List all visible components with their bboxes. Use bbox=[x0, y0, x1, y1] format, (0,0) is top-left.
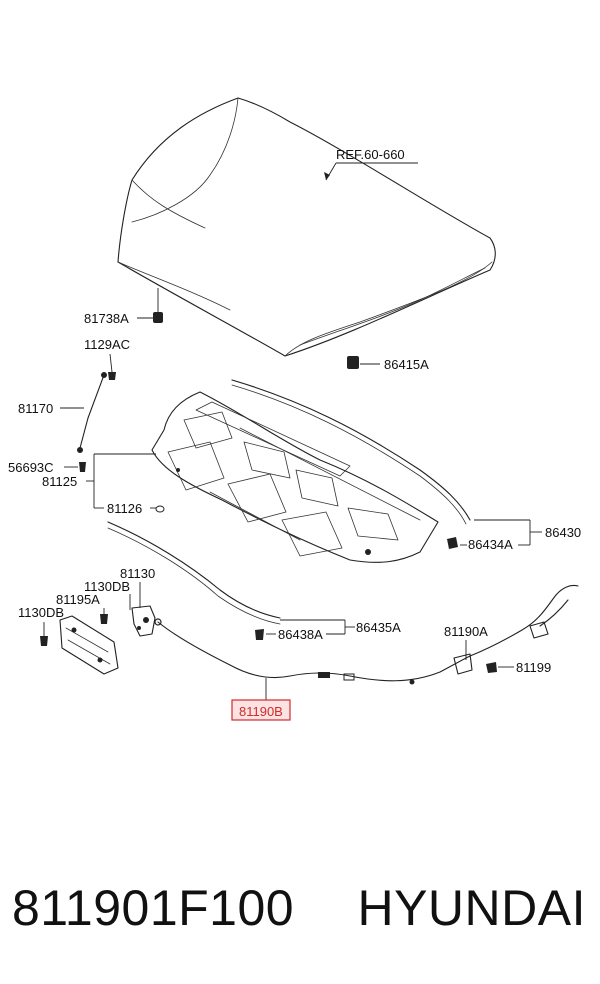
clip-icon bbox=[447, 537, 458, 549]
label-1129AC: 1129AC bbox=[84, 337, 130, 352]
bolt-icon bbox=[100, 614, 108, 624]
label-81126: 81126 bbox=[107, 501, 142, 516]
hood-panel bbox=[117, 97, 496, 357]
label-81190B: 81190B bbox=[239, 704, 283, 719]
part-1129AC[interactable]: 1129AC bbox=[84, 337, 130, 380]
ref-label: REF.60-660 bbox=[336, 147, 405, 162]
latch-bracket bbox=[59, 615, 119, 675]
part-86438A[interactable]: 86438A bbox=[255, 627, 345, 642]
release-cable bbox=[154, 584, 579, 685]
label-81195A: 81195A bbox=[56, 592, 100, 607]
part-81199[interactable]: 81199 bbox=[486, 660, 551, 675]
part-86430[interactable]: 86430 bbox=[231, 379, 581, 545]
part-81125[interactable]: 81125 bbox=[42, 453, 156, 508]
label-86438A: 86438A bbox=[278, 627, 323, 642]
part-81170[interactable]: 81170 bbox=[18, 372, 107, 453]
label-81125: 81125 bbox=[42, 474, 77, 489]
clip-icon bbox=[486, 662, 497, 673]
label-86415A: 86415A bbox=[384, 357, 429, 372]
clip-icon bbox=[255, 629, 264, 640]
part-81190B-highlight[interactable]: 81190B bbox=[231, 678, 291, 721]
part-81130[interactable]: 81130 bbox=[120, 566, 156, 637]
part-86434A[interactable]: 86434A bbox=[447, 537, 530, 552]
label-81130: 81130 bbox=[120, 566, 155, 581]
label-86430: 86430 bbox=[545, 525, 581, 540]
bolt-icon bbox=[40, 636, 48, 646]
part-81195A[interactable]: 81195A bbox=[56, 592, 108, 624]
bolt-icon bbox=[108, 372, 116, 380]
part-56693C[interactable]: 56693C bbox=[8, 460, 86, 475]
caption-bar: 811901F100 HYUNDAI bbox=[0, 868, 600, 948]
part-81126[interactable]: 81126 bbox=[94, 501, 165, 516]
part-81190A[interactable]: 81190A bbox=[444, 599, 569, 675]
part-86435A[interactable]: 86435A bbox=[107, 521, 401, 635]
label-1130DB-left: 1130DB bbox=[18, 605, 64, 620]
part-81738A[interactable]: 81738A bbox=[84, 288, 163, 326]
highlight-box bbox=[231, 699, 291, 721]
label-86434A: 86434A bbox=[468, 537, 513, 552]
ref-callout: REF.60-660 bbox=[324, 147, 418, 181]
bumper-icon bbox=[153, 312, 163, 323]
part-1130DB-left[interactable]: 1130DB bbox=[18, 605, 64, 646]
part-86415A[interactable]: 86415A bbox=[347, 356, 429, 372]
clip-icon bbox=[79, 462, 86, 472]
bumper-stop-icon bbox=[347, 356, 359, 369]
label-1130DB-top: 1130DB bbox=[84, 579, 130, 594]
label-81738A: 81738A bbox=[84, 311, 129, 326]
grommet-icon bbox=[155, 505, 165, 513]
label-86435A: 86435A bbox=[356, 620, 401, 635]
label-81199: 81199 bbox=[516, 660, 551, 675]
insulator-pad bbox=[151, 391, 439, 563]
label-81190A: 81190A bbox=[444, 624, 488, 639]
label-81170: 81170 bbox=[18, 401, 53, 416]
brand-caption: HYUNDAI bbox=[357, 880, 586, 936]
part-1130DB-top[interactable]: 1130DB bbox=[84, 579, 131, 610]
label-56693C: 56693C bbox=[8, 460, 54, 475]
part-number-caption: 811901F100 bbox=[12, 880, 295, 936]
